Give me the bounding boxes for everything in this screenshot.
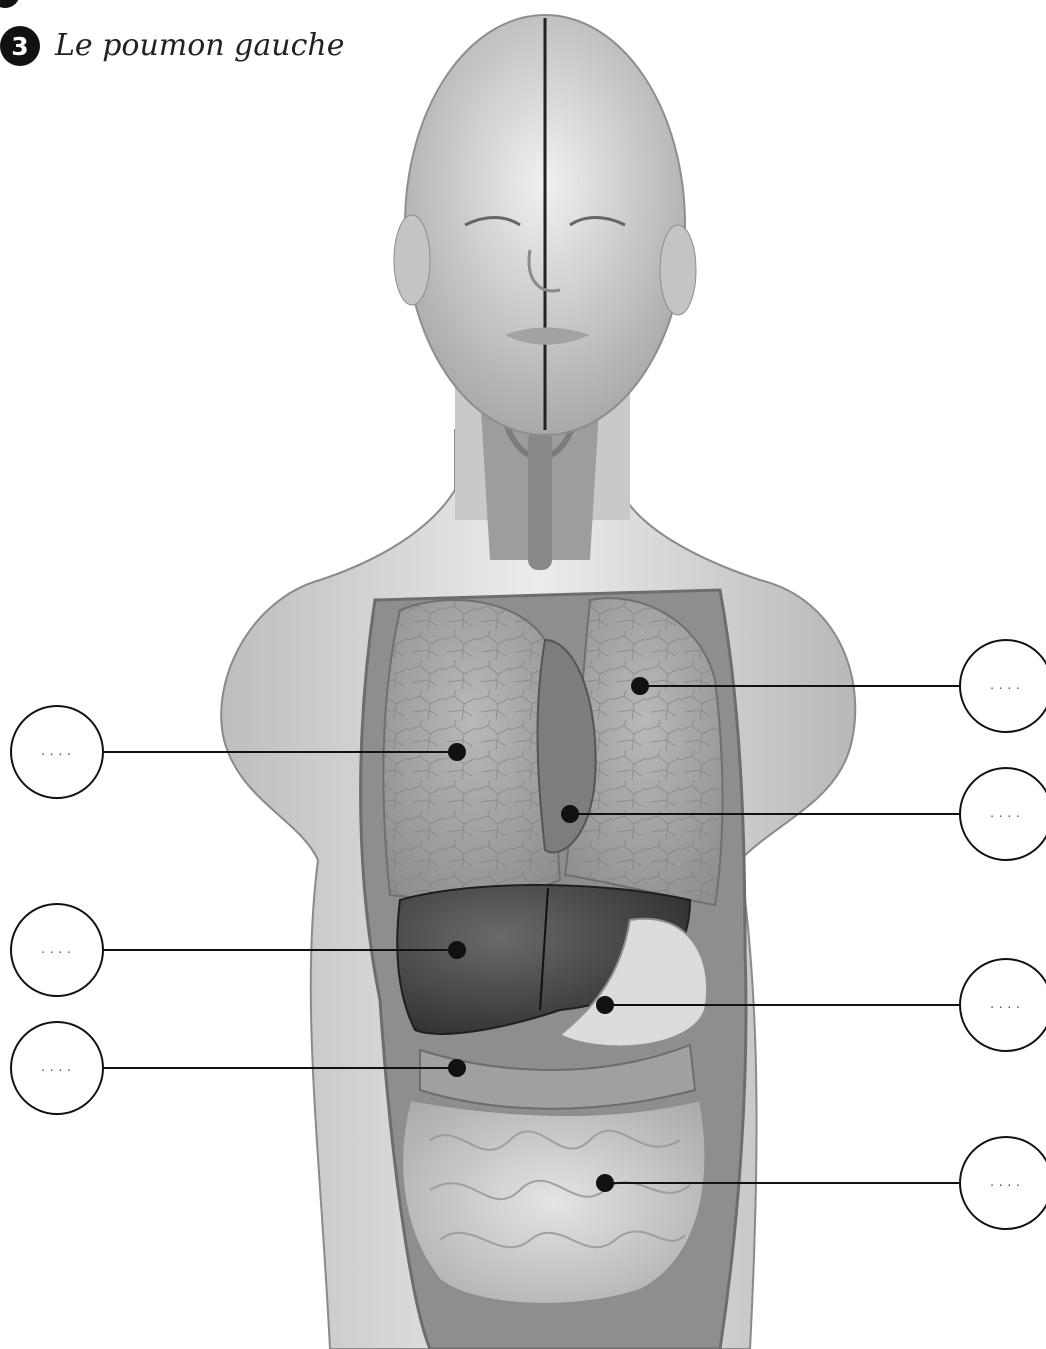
answer-blank-1[interactable]: .... [27, 745, 87, 758]
callout-dot-2 [448, 941, 466, 959]
answer-blank-5[interactable]: .... [976, 807, 1036, 820]
answer-blank-3[interactable]: .... [27, 1061, 87, 1074]
callout-dot-1 [448, 743, 466, 761]
answer-blank-7[interactable]: .... [976, 1176, 1036, 1189]
callout-dot-4 [631, 677, 649, 695]
callout-dot-5 [561, 805, 579, 823]
answer-blank-2[interactable]: .... [27, 943, 87, 956]
callout-dot-6 [596, 996, 614, 1014]
answer-blank-6[interactable]: .... [976, 998, 1036, 1011]
answer-blank-4[interactable]: .... [976, 679, 1036, 692]
callout-dot-3 [448, 1059, 466, 1077]
callout-dot-7 [596, 1174, 614, 1192]
